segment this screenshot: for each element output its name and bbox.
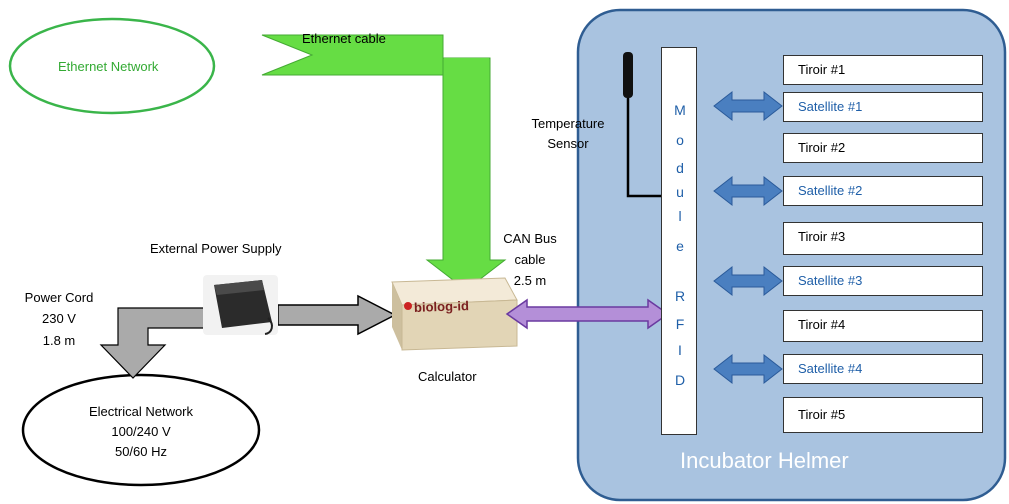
electrical-network-voltage: 100/240 V xyxy=(111,424,171,439)
module-rfid: M o d u l e R F I D xyxy=(661,47,697,435)
module-letter: R xyxy=(674,288,686,304)
ethernet-network-ellipse xyxy=(8,17,216,115)
power-cord-length: 1.8 m xyxy=(42,333,76,348)
ethernet-arrow-vertical xyxy=(425,57,507,291)
satellite-2: Satellite #2 xyxy=(783,176,983,206)
drawer-tiroir-1: Tiroir #1 xyxy=(783,55,983,85)
satellite-1: Satellite #1 xyxy=(783,92,983,122)
satellite-connectors xyxy=(713,90,783,385)
module-letter: e xyxy=(676,238,684,254)
satellite-1-arrow xyxy=(713,90,783,122)
can-bus-cable: cable xyxy=(514,252,546,267)
electrical-network-frequency: 50/60 Hz xyxy=(114,444,168,459)
module-letter: d xyxy=(676,160,684,176)
incubator-label: Incubator Helmer xyxy=(680,448,849,473)
power-cord-label: Power Cord xyxy=(24,290,94,305)
ethernet-network-label: Ethernet Network xyxy=(58,59,159,74)
drawer-tiroir-5: Tiroir #5 xyxy=(783,397,983,433)
ethernet-cable-label: Ethernet cable xyxy=(302,31,386,46)
module-letter: F xyxy=(675,316,685,332)
temperature-sensor-label-2: Sensor xyxy=(547,136,589,151)
temperature-sensor-label: Temperature xyxy=(531,116,605,131)
satellite-2-arrow xyxy=(713,175,783,207)
satellite-3: Satellite #3 xyxy=(783,266,983,296)
drawer-tiroir-3: Tiroir #3 xyxy=(783,222,983,255)
power-supply-arrow xyxy=(277,294,397,336)
module-letter: I xyxy=(678,342,682,358)
module-letter: o xyxy=(676,132,684,148)
electrical-network-ellipse xyxy=(21,373,261,487)
module-letter: l xyxy=(678,208,682,224)
module-letter: M xyxy=(674,102,686,118)
ethernet-arrow-joint xyxy=(444,58,489,82)
power-supply-device xyxy=(203,275,278,335)
can-bus-length: 2.5 m xyxy=(513,273,547,288)
drawer-tiroir-2: Tiroir #2 xyxy=(783,133,983,163)
temperature-sensor-probe xyxy=(623,52,633,98)
external-power-supply-label: External Power Supply xyxy=(150,241,282,256)
temperature-sensor-wire xyxy=(626,98,661,198)
module-letter: u xyxy=(676,184,684,200)
calculator-logo: biolog-id xyxy=(413,298,470,315)
satellite-3-arrow xyxy=(713,265,783,297)
satellite-4-arrow xyxy=(713,353,783,385)
power-cord-voltage: 230 V xyxy=(42,311,76,326)
module-letter: D xyxy=(674,372,686,388)
satellite-4: Satellite #4 xyxy=(783,354,983,384)
power-cord-arrow xyxy=(99,307,206,379)
calculator-label: Calculator xyxy=(418,369,477,384)
calculator-device xyxy=(391,277,518,351)
drawer-tiroir-4: Tiroir #4 xyxy=(783,310,983,342)
can-bus-label: CAN Bus xyxy=(503,231,557,246)
electrical-network-label: Electrical Network xyxy=(88,404,194,419)
